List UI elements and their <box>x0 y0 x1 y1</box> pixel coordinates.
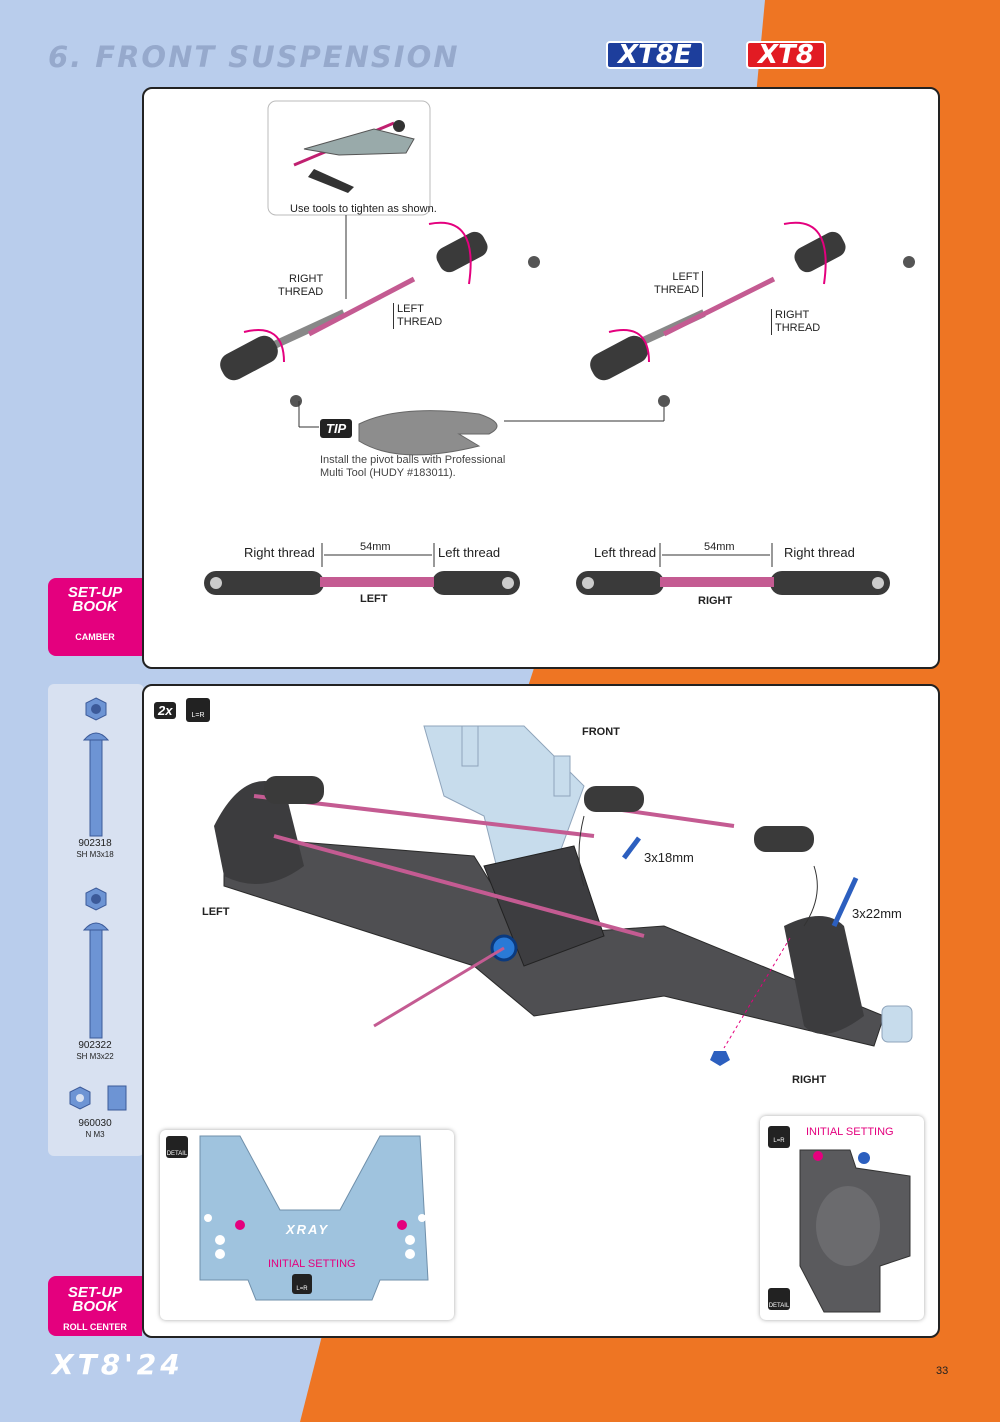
measure-left-right-thread: Right thread <box>244 545 315 560</box>
measure-right-left-thread: Left thread <box>594 545 657 560</box>
measure-right-side: RIGHT <box>698 595 733 607</box>
lr-icon-right: L=R <box>768 1126 790 1148</box>
setup-book-camber: SET-UP BOOK CAMBER <box>48 578 142 656</box>
initial-setting-right: INITIAL SETTING <box>806 1126 894 1138</box>
left-label: LEFT <box>202 906 230 918</box>
xray-brand: XRAY <box>286 1222 330 1237</box>
step1-illustration <box>204 100 915 595</box>
tip-text: Install the pivot balls with Professiona… <box>320 454 506 479</box>
assembly-illustration <box>214 725 913 1066</box>
tools-caption: Use tools to tighten as shown. <box>290 203 437 215</box>
step2-panel: 2x L=R FRONT LEFT RIGHT 3x18mm 3x22mm <box>142 684 940 1338</box>
page-title: 6. FRONT SUSPENSION <box>48 40 460 74</box>
left-link-right-thread-label: RIGHT THREAD <box>278 273 324 298</box>
lr-icon-left: L=R <box>292 1274 312 1294</box>
setup-book-roll-center: SET-UP BOOK ROLL CENTER <box>48 1276 142 1336</box>
initial-setting-left: INITIAL SETTING <box>268 1258 356 1270</box>
screw-3x18-label: 3x18mm <box>644 850 694 865</box>
detail-tag-left: DETAIL <box>166 1136 188 1158</box>
measure-left-dim: 54mm <box>360 541 391 553</box>
detail-callout-bulkhead: DETAIL XRAY INITIAL SETTING L=R <box>160 1130 454 1320</box>
measure-right-right-thread: Right thread <box>784 545 855 560</box>
detail-tag-right: DETAIL <box>768 1288 790 1310</box>
qty-badge: 2x <box>154 702 177 719</box>
bulkhead-plate-illustration <box>199 1135 429 1301</box>
right-label: RIGHT <box>792 1074 827 1086</box>
tools-inset <box>267 100 431 216</box>
front-label: FRONT <box>582 726 620 738</box>
step1-panel: Use tools to tighten as shown. RIGHT THR… <box>142 87 940 669</box>
lr-icon: L=R <box>186 698 210 722</box>
detail-callout-hub: L=R INITIAL SETTING DETAIL <box>760 1116 924 1320</box>
parts-illustration <box>69 697 127 1111</box>
measure-right-dim: 54mm <box>704 541 735 553</box>
right-link-left-thread-label: LEFT THREAD <box>654 271 704 297</box>
screw-3x22-label: 3x22mm <box>852 906 902 921</box>
badge-xt8e: XT8E <box>606 40 704 70</box>
page-number: 33 <box>936 1365 949 1377</box>
footer-logo: XT8'24 <box>52 1348 184 1381</box>
measure-left-side: LEFT <box>360 593 388 605</box>
tip-badge: TIP <box>320 419 353 438</box>
hub-carrier-illustration <box>799 1149 911 1313</box>
right-link-right-thread-label: RIGHT THREAD <box>771 309 820 335</box>
measure-left-left-thread: Left thread <box>438 545 501 560</box>
badge-xt8: XT8 <box>746 40 826 70</box>
left-link-left-thread-label: LEFT THREAD <box>393 303 442 329</box>
